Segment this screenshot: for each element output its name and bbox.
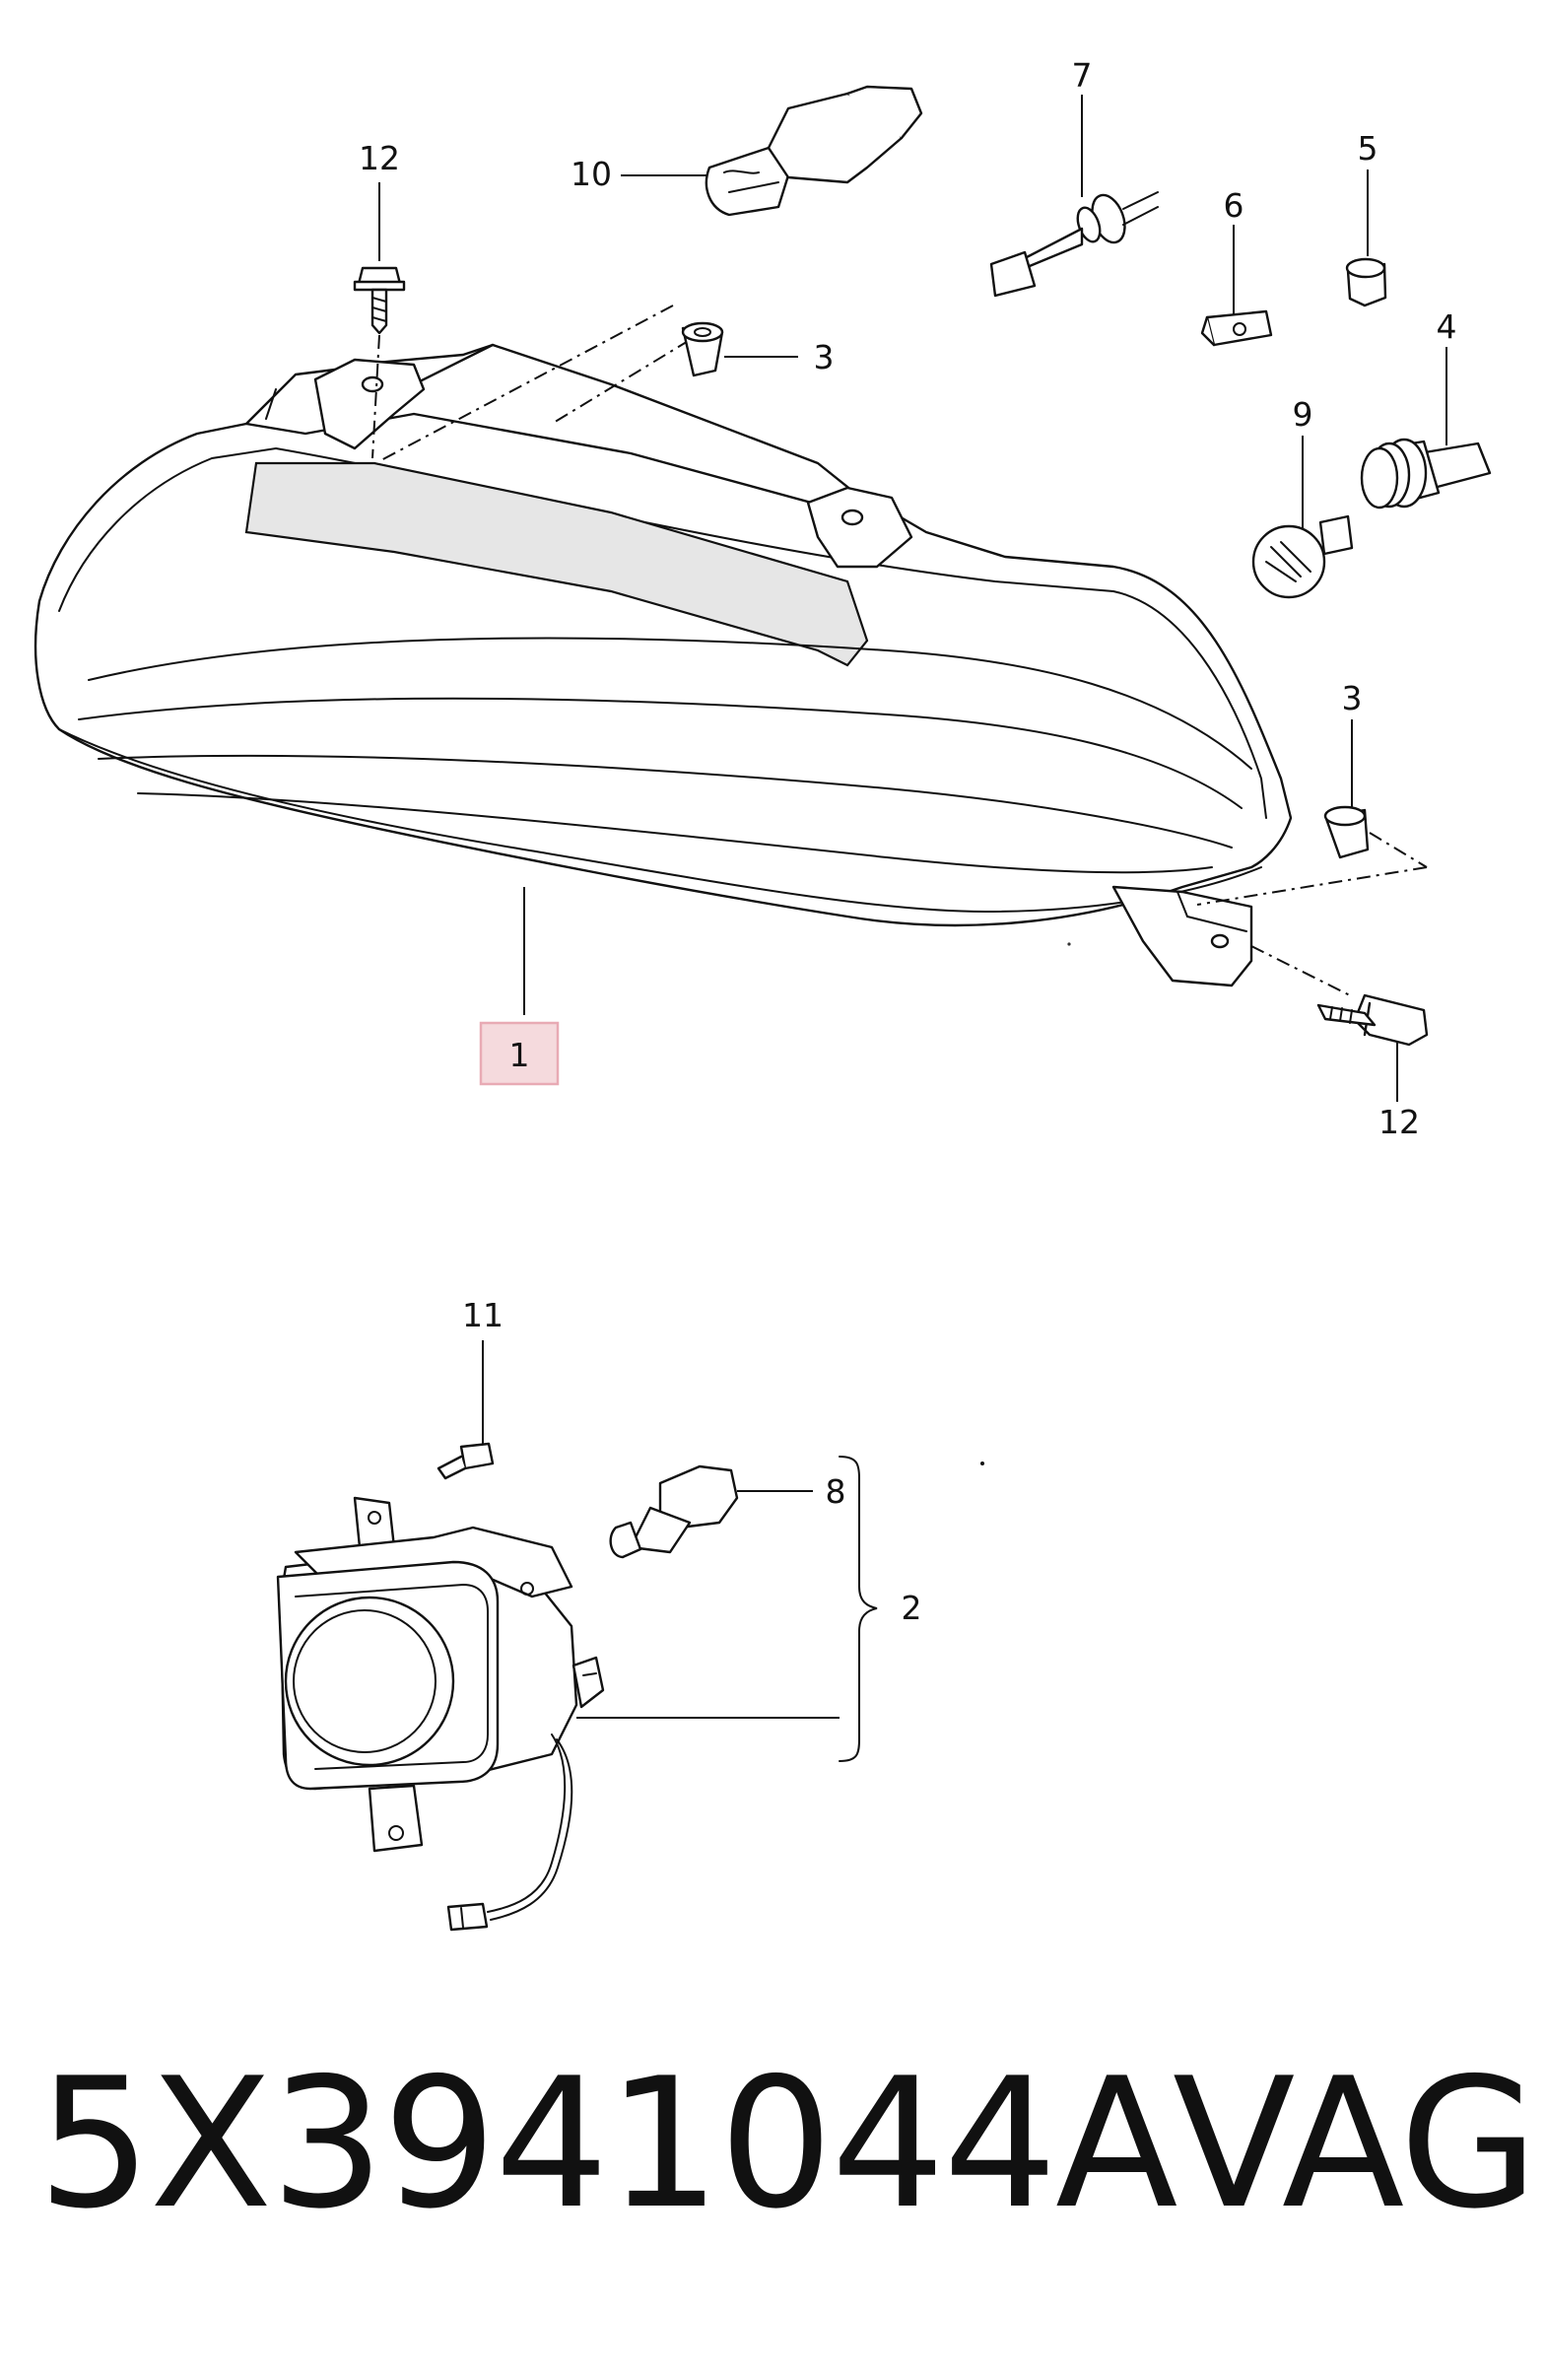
bulb-8: 8: [609, 1464, 846, 1559]
callout-12-label-a: 12: [359, 139, 400, 177]
callout-11-label: 11: [462, 1296, 504, 1334]
callout-10-label: 10: [571, 155, 612, 193]
screw-11: 11: [437, 1296, 504, 1480]
callout-12-label-b: 12: [1378, 1103, 1420, 1141]
clip-5: 5: [1345, 129, 1387, 307]
callout-1-label: 1: [509, 1036, 530, 1074]
footer: 5X3941044A VAG: [0, 2030, 1546, 2286]
part-number: 5X3941044A: [37, 2039, 1178, 2248]
headlight-assembly: [34, 343, 1293, 987]
callout-5-label: 5: [1358, 129, 1378, 168]
callout-2-label: 2: [902, 1589, 922, 1627]
bracket-2: 2: [839, 1456, 922, 1762]
bolt-12-bottom-right: 12: [1250, 945, 1429, 1141]
clip-3-top: 3: [681, 321, 835, 377]
bulb-holder-7: 7: [989, 56, 1159, 298]
callout-3-label-b: 3: [1342, 679, 1363, 717]
fog-lamp-assembly: [276, 1496, 840, 1932]
callout-3-label-a: 3: [814, 338, 835, 376]
brand-label: VAG: [1173, 2039, 1538, 2248]
bolt-12-top-left: 12: [353, 139, 406, 459]
bulb-10: 10: [571, 85, 923, 217]
highlight-box: [479, 1021, 560, 1086]
socket-4: 4: [1360, 307, 1492, 510]
callout-1[interactable]: 1: [479, 887, 560, 1086]
clip-3-right: 3: [1196, 679, 1428, 906]
callout-6-label: 6: [1224, 186, 1244, 225]
parts-diagram: 1 12 10 3 7 6: [34, 56, 1492, 1932]
bulb-6: 6: [1200, 186, 1273, 347]
callout-4-label: 4: [1437, 307, 1457, 346]
callout-7-label: 7: [1072, 56, 1093, 95]
callout-8-label: 8: [826, 1472, 846, 1511]
bulb-9: 9: [1251, 395, 1354, 599]
callout-9-label: 9: [1293, 395, 1313, 434]
